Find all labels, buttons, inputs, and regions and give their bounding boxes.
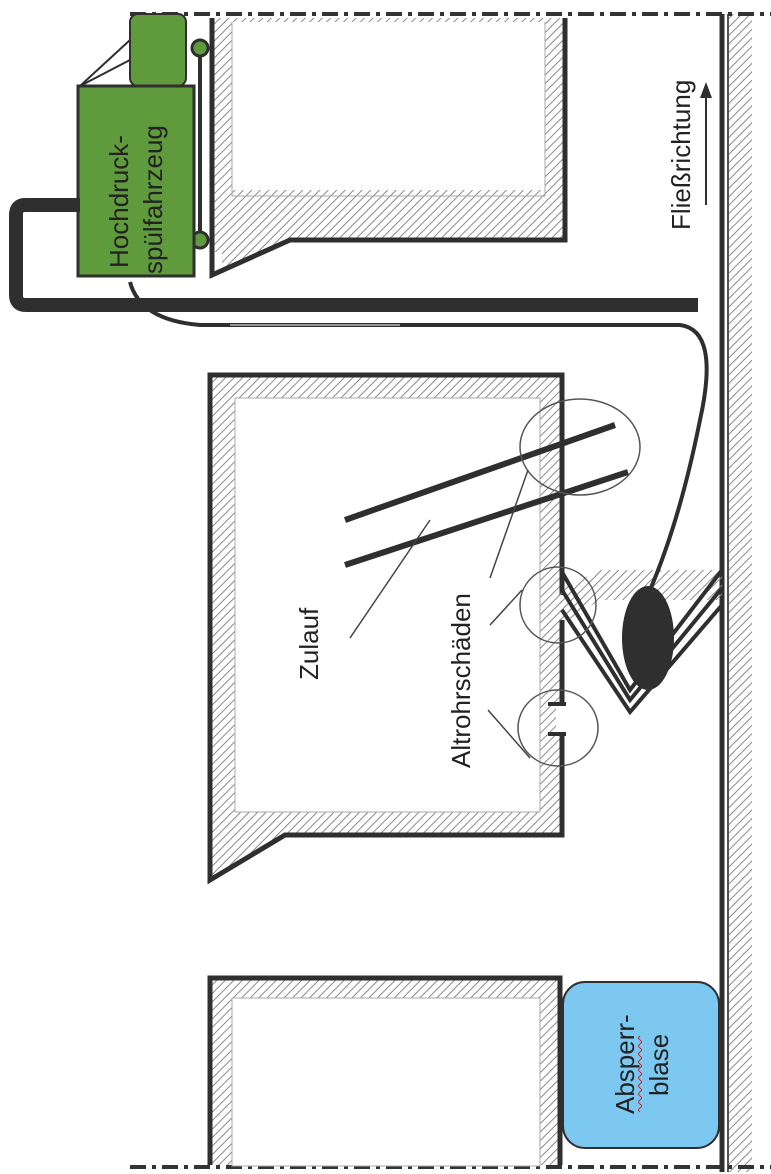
cab-link-1: [79, 39, 131, 87]
lateral-line-3: [560, 603, 724, 716]
building-middle-inner: [234, 397, 541, 813]
inflow-pipe-line-1: [344, 422, 616, 523]
shutoff-bladder: Absperr- blase: [562, 981, 720, 1149]
damage-circle-1: [519, 398, 641, 496]
building-lower: [207, 975, 563, 1167]
damage-circle-2: [519, 566, 597, 644]
vehicle-label-line2: spülfahrzeug: [138, 125, 168, 274]
lateral-line-1: [560, 568, 724, 694]
building-lower-outline: [207, 975, 563, 1165]
building-lower-hatch: [210, 978, 560, 1165]
leader-zulauf: [349, 519, 431, 639]
leader-damage-1: [489, 469, 529, 579]
inflow-pipe: [344, 422, 629, 568]
leader-damage-3: [487, 709, 531, 759]
main-sewer-pipe: [719, 14, 752, 1172]
flow-direction-label: Fließrichtung: [666, 80, 696, 230]
flushing-nozzle: [622, 586, 674, 690]
spellcheck-underline: [638, 1035, 642, 1113]
main-pipe-hatched-wall: [728, 14, 752, 1172]
leader-damage-2: [489, 589, 523, 626]
lateral-line-2: [560, 586, 724, 704]
building-middle-hatch: [210, 375, 562, 878]
flushing-vehicle: Hochdruck- spülfahrzeug: [76, 13, 210, 278]
inflow-pipe-line-2: [344, 469, 629, 568]
wheel-top-icon: [190, 38, 210, 58]
inflow-label: Zulauf: [294, 607, 324, 680]
supply-hose: [9, 198, 698, 312]
building-lower-inner: [231, 997, 541, 1167]
building-upper-outline: [209, 18, 568, 279]
wall-gap-1: [556, 704, 568, 734]
building-middle: [207, 372, 568, 885]
vehicle-cab: [129, 13, 187, 87]
building-upper-inner: [231, 22, 546, 197]
flow-arrow-head-icon: [700, 82, 712, 98]
building-upper: [209, 18, 568, 279]
vehicle-label-line1: Hochdruck-: [104, 135, 134, 268]
damage-label: Altrohrschäden: [446, 593, 476, 768]
bladder-label-line1: Absperr-: [610, 1014, 640, 1114]
building-upper-hatch: [212, 18, 565, 270]
flushing-hose: [128, 281, 709, 591]
vehicle-body: [76, 84, 196, 278]
damage-circle-3: [517, 689, 599, 767]
building-middle-outline: [207, 372, 565, 885]
cab-link-2: [79, 59, 131, 87]
bladder-label-line2: blase: [644, 1034, 674, 1096]
